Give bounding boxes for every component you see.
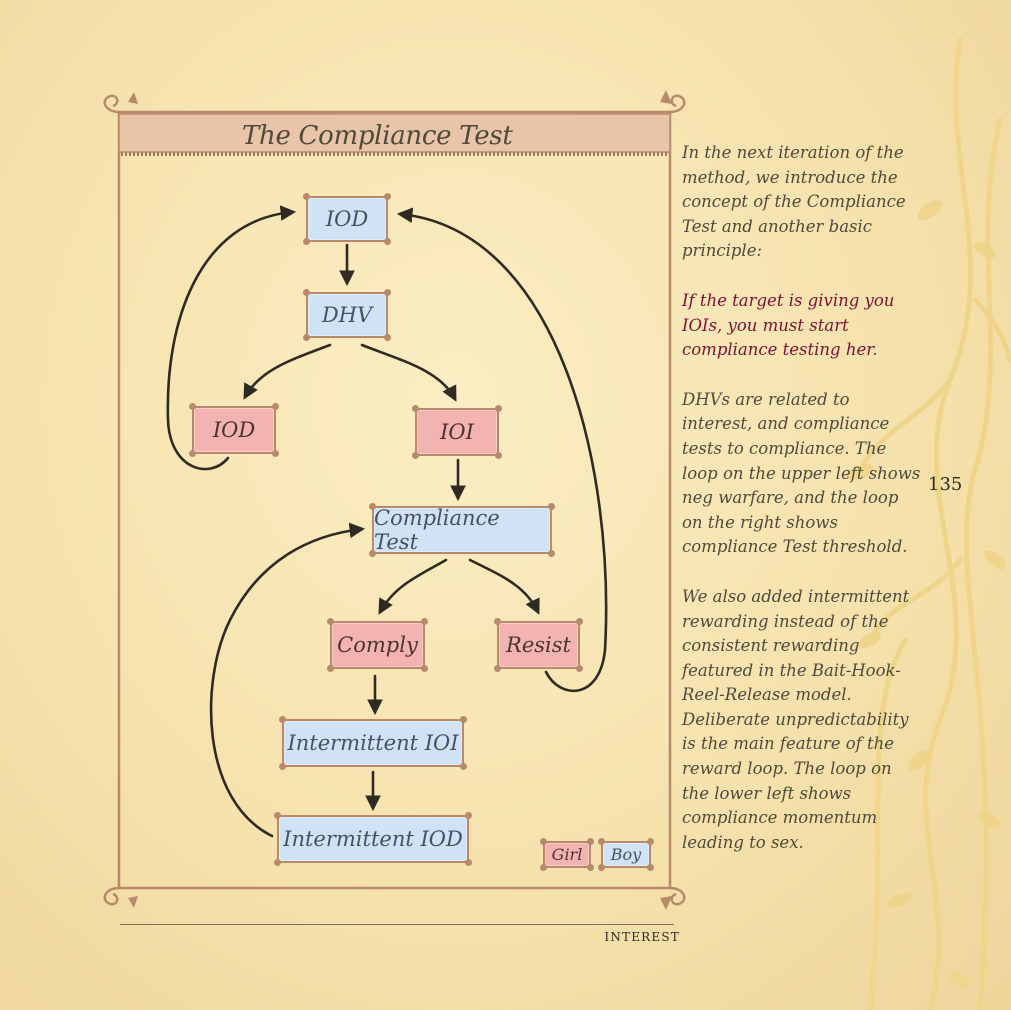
node-dhv: DHV bbox=[303, 289, 391, 341]
legend-boy: Boy bbox=[598, 838, 654, 871]
node-label: IOD bbox=[212, 418, 256, 442]
page-number: 135 bbox=[928, 474, 963, 495]
node-intermittent-ioi: Intermittent IOI bbox=[279, 716, 467, 770]
node-label: Compliance Test bbox=[374, 506, 500, 554]
diagram-title: The Compliance Test bbox=[242, 121, 513, 151]
side-text: In the next iteration of the method, we … bbox=[682, 141, 922, 880]
arrow-reward-loop bbox=[209, 522, 366, 838]
node-iod-top: IOD bbox=[303, 193, 391, 245]
paragraph-loops: DHVs are related to interest, and compli… bbox=[682, 389, 921, 557]
legend-girl: Girl bbox=[540, 838, 594, 871]
node-ioi: IOI bbox=[412, 405, 502, 459]
principle-period: . bbox=[872, 340, 878, 360]
node-label: IOD bbox=[325, 207, 369, 231]
paragraph-principle: If the target is giving you IOIs, you mu… bbox=[682, 289, 922, 363]
legend-label: Boy bbox=[610, 845, 642, 864]
node-comply: Comply bbox=[327, 618, 428, 672]
footer-rule bbox=[120, 924, 674, 925]
node-label: Resist bbox=[506, 633, 571, 657]
node-resist: Resist bbox=[494, 618, 583, 672]
arrow-dhv-to-iod-left bbox=[243, 343, 332, 400]
principle-highlight: If the target is giving you IOIs, you mu… bbox=[682, 290, 895, 360]
arrow-resist-loop bbox=[396, 207, 608, 693]
node-label: Intermittent IOI bbox=[287, 731, 459, 755]
legend-label: Girl bbox=[551, 845, 583, 864]
footer-section-title: INTEREST bbox=[604, 930, 680, 944]
arrow-dhv-to-ioi bbox=[360, 343, 457, 402]
arrow-compliance-to-resist bbox=[468, 558, 540, 615]
paragraph-intermittent: We also added intermittent rewarding ins… bbox=[682, 586, 910, 852]
node-label: IOI bbox=[440, 420, 474, 444]
paragraph-intro: In the next iteration of the method, we … bbox=[682, 143, 906, 261]
node-label: Intermittent IOD bbox=[283, 827, 463, 851]
arrow-neg-loop bbox=[166, 205, 297, 471]
node-iod-left: IOD bbox=[189, 403, 279, 457]
node-compliance-test: Compliance Test bbox=[369, 503, 555, 557]
node-intermittent-iod: Intermittent IOD bbox=[274, 812, 472, 866]
node-label: DHV bbox=[321, 303, 373, 327]
arrow-compliance-to-comply bbox=[378, 558, 448, 615]
node-label: Comply bbox=[337, 633, 418, 657]
